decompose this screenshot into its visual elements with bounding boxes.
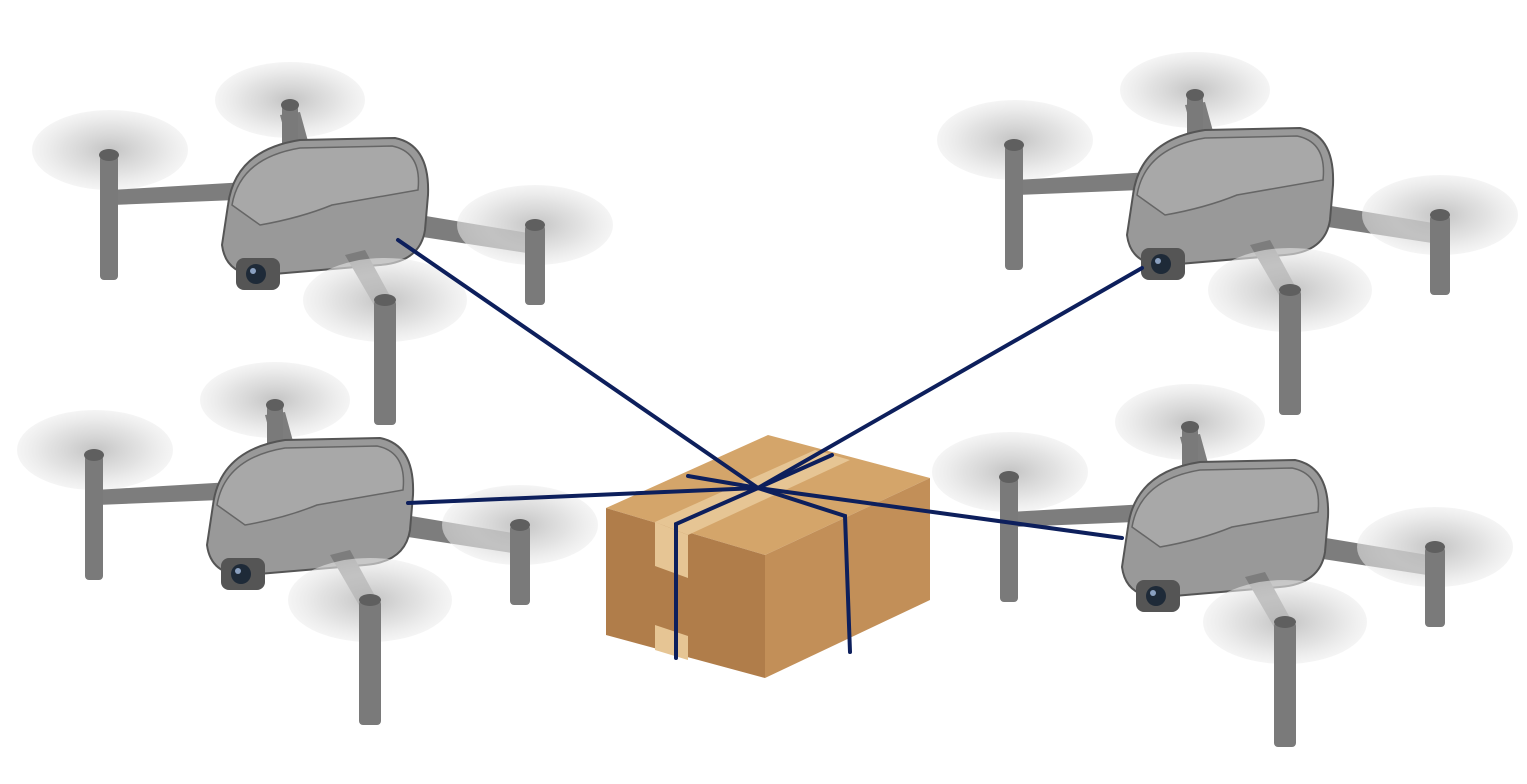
tether-knot-right xyxy=(756,453,834,490)
tether-top-right xyxy=(756,266,1144,490)
tether-bottom-right xyxy=(756,486,1124,540)
tether-knot-left xyxy=(686,474,760,490)
tether-bottom-left xyxy=(406,486,760,505)
tether-top-left xyxy=(396,238,760,490)
tether-lines xyxy=(396,238,1144,660)
